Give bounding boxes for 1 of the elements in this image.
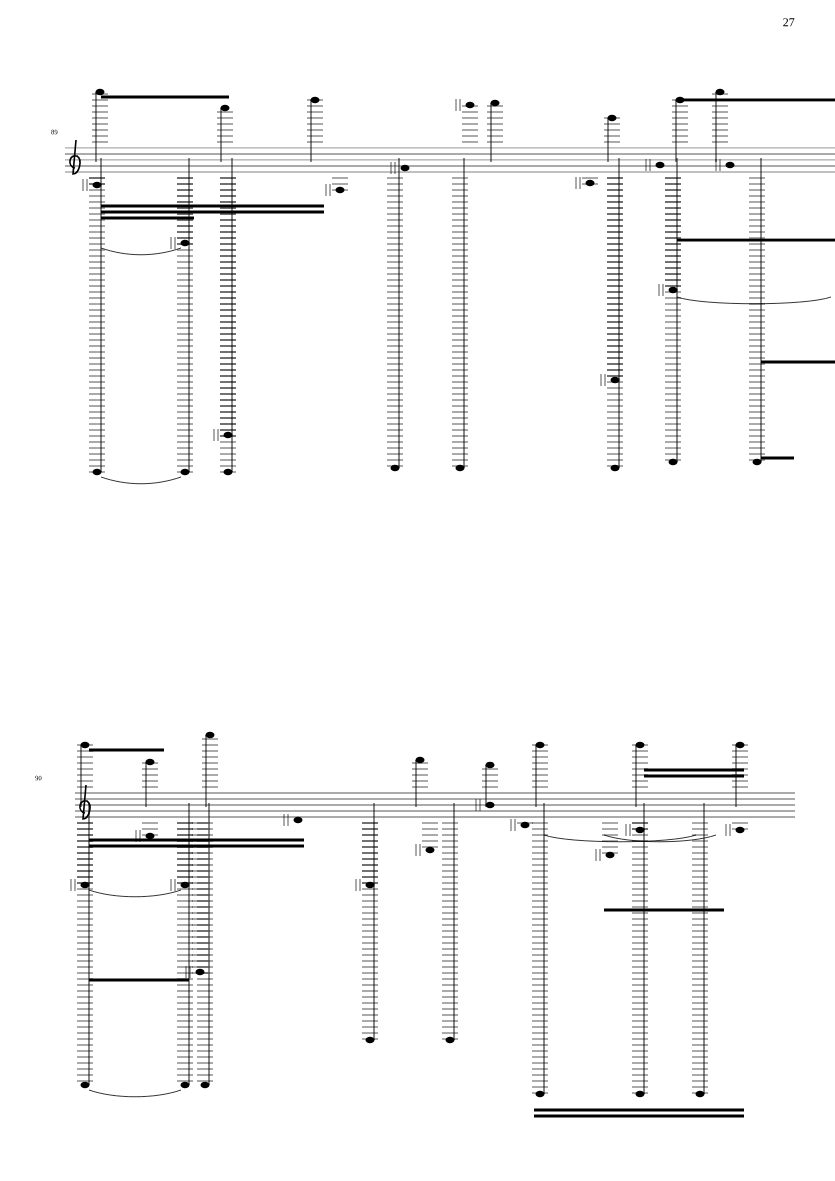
- page-number: 27: [783, 18, 795, 27]
